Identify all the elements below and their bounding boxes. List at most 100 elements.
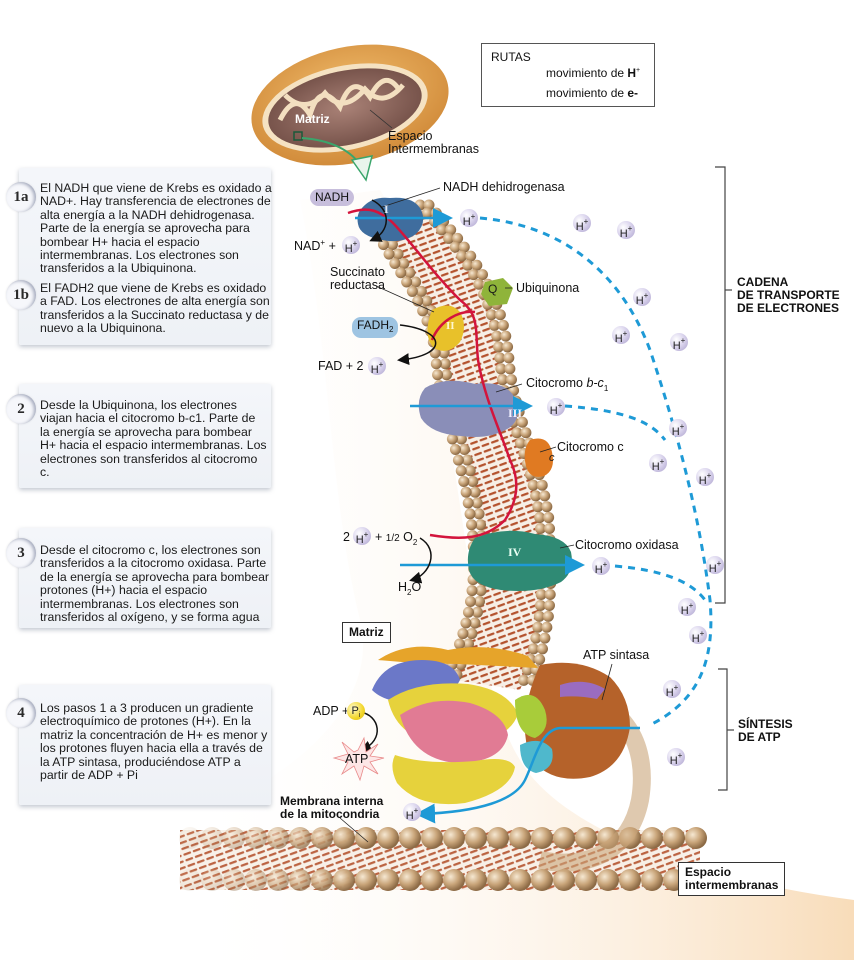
cytochrome-oxidase-label: Citocromo oxidasa bbox=[575, 538, 679, 552]
lipid-head bbox=[465, 869, 487, 891]
step-text-2: Desde la Ubiquinona, los electrones viaj… bbox=[40, 398, 267, 480]
lipid-head bbox=[464, 465, 476, 477]
lipid-head bbox=[389, 257, 401, 269]
lipid-head bbox=[487, 827, 509, 849]
lipid-head bbox=[477, 269, 489, 281]
lipid-head bbox=[460, 617, 472, 629]
lipid-head bbox=[446, 433, 458, 445]
lipid-head bbox=[457, 628, 469, 640]
lipid-head bbox=[458, 241, 470, 253]
o2-reactant-count: 2 bbox=[343, 530, 350, 544]
lipid-head bbox=[430, 358, 442, 370]
lipid-head bbox=[534, 512, 546, 524]
lipid-head bbox=[466, 628, 478, 640]
h-ion: H+ bbox=[403, 803, 421, 822]
h-ion: H+ bbox=[460, 209, 478, 228]
h-ion: H+ bbox=[689, 626, 707, 645]
lipid-head bbox=[500, 330, 512, 342]
complex-Q bbox=[481, 278, 513, 306]
complex-III-numeral: III bbox=[508, 406, 523, 420]
lipid-head bbox=[516, 416, 528, 428]
lipid-head bbox=[415, 285, 427, 297]
lipid-head bbox=[423, 199, 435, 211]
lipid-head bbox=[539, 632, 551, 644]
complex-II-numeral: II bbox=[446, 320, 455, 332]
lipid-head bbox=[544, 523, 556, 535]
h-ion: H+ bbox=[368, 357, 386, 376]
lipid-head bbox=[454, 638, 466, 650]
lipid-head bbox=[333, 827, 355, 849]
lipid-head bbox=[467, 475, 479, 487]
h-ion: H+ bbox=[612, 326, 630, 345]
lipid-head bbox=[464, 508, 476, 520]
complex-c bbox=[524, 438, 553, 477]
lipid-head bbox=[471, 606, 483, 618]
legend-title: RUTAS bbox=[491, 50, 531, 64]
lipid-head bbox=[471, 259, 483, 271]
lipid-head bbox=[406, 285, 418, 297]
lipid-head bbox=[535, 588, 547, 600]
lipid-head bbox=[410, 276, 422, 288]
complex-IV bbox=[467, 530, 572, 591]
lipid-head bbox=[452, 232, 464, 244]
lipid-head bbox=[496, 374, 508, 386]
lipid-head bbox=[377, 869, 399, 891]
lipid-head bbox=[355, 827, 377, 849]
lipid-head bbox=[395, 267, 407, 279]
step-box-2 bbox=[19, 384, 271, 488]
lipid-head bbox=[421, 869, 443, 891]
lipid-head bbox=[461, 454, 473, 466]
lipid-head bbox=[511, 427, 523, 439]
lipid-head bbox=[443, 869, 465, 891]
cytochrome-c-label: Citocromo c bbox=[557, 440, 624, 454]
complex-IV-numeral: IV bbox=[508, 545, 522, 559]
lipid-head bbox=[494, 309, 506, 321]
h-ion: H+ bbox=[633, 288, 651, 307]
lipid-head bbox=[575, 869, 597, 891]
lipid-head bbox=[443, 232, 455, 244]
lipid-head bbox=[471, 497, 483, 509]
lipid-head bbox=[543, 512, 555, 524]
lipid-head bbox=[514, 437, 526, 449]
step-box-1 bbox=[19, 168, 271, 345]
lipid-head bbox=[468, 269, 480, 281]
lipid-head bbox=[543, 599, 555, 611]
lipid-head bbox=[421, 207, 433, 219]
lipid-head bbox=[398, 257, 410, 269]
adp-reactant: ADP + bbox=[313, 704, 350, 718]
lipid-head bbox=[439, 358, 451, 370]
lipid-head bbox=[536, 643, 548, 655]
lipid-head bbox=[541, 621, 553, 633]
o2-reactant: + 1/2 O2 bbox=[375, 530, 418, 547]
lipid-head bbox=[392, 248, 404, 260]
lipid-head bbox=[533, 610, 545, 622]
lipid-head bbox=[505, 374, 517, 386]
ubiquinone-label: Ubiquinona bbox=[516, 281, 580, 295]
lipid-head bbox=[383, 248, 395, 260]
h-ion: H+ bbox=[706, 556, 724, 575]
atp-synthase-label: ATP sintasa bbox=[583, 648, 650, 662]
lipid-head bbox=[449, 241, 461, 253]
lipid-head bbox=[462, 259, 474, 271]
fadh2-molecule: FADH2 bbox=[352, 317, 399, 339]
lipid-head bbox=[386, 239, 398, 251]
lipid-head bbox=[469, 617, 481, 629]
lipid-head bbox=[466, 585, 478, 597]
lipid-head bbox=[455, 465, 467, 477]
h-ion: H+ bbox=[353, 527, 371, 546]
lipid-head bbox=[458, 444, 470, 456]
lipid-head bbox=[553, 869, 575, 891]
lipid-head bbox=[641, 869, 663, 891]
step-text-1b: El FADH2 que viene de Krebs es oxidado a… bbox=[40, 281, 270, 336]
lipid-head bbox=[469, 486, 481, 498]
lipid-head bbox=[201, 869, 223, 891]
h-ion: H+ bbox=[592, 557, 610, 576]
h-ion: H+ bbox=[667, 748, 685, 767]
complex-I-numeral: I bbox=[384, 202, 389, 216]
atp-product: ATP bbox=[345, 752, 369, 766]
